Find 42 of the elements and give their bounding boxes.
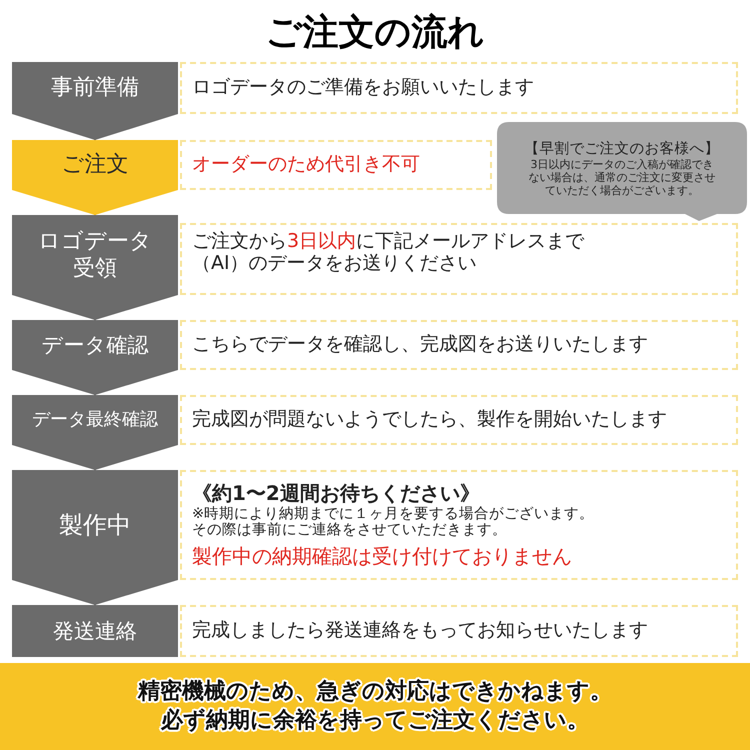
flow-arrow xyxy=(12,295,178,320)
description-text: 完成しましたら発送連絡をもってお知らせいたします xyxy=(192,620,649,642)
flow-arrow xyxy=(12,445,178,470)
step-label: 発送連絡 xyxy=(53,618,137,644)
note-text: ※時期により納期までに１ヶ月を要する場合がございます。その際は事前にご連絡をさせていただきます。 xyxy=(192,507,596,539)
description-text: 《約1〜2週間お待ちください》 xyxy=(192,482,481,506)
step-label: ご注文 xyxy=(62,151,128,179)
description-box xyxy=(180,470,738,580)
step-label: 製作中 xyxy=(59,510,131,540)
speech-bubble xyxy=(497,122,747,221)
bubble-text: 3日以内にデータのご入稿が確認できない場合は、通常のご注文に変更させていただく場合がございます。 xyxy=(528,158,716,198)
description-text: ご注文から3日以内に下記メールアドレスまで（AI）のデータをお送りください xyxy=(192,231,586,275)
description-box xyxy=(180,395,738,445)
step-label: データ最終確認 xyxy=(32,408,158,432)
step-box xyxy=(12,470,178,580)
step-label: データ確認 xyxy=(42,332,148,358)
step-box xyxy=(12,62,178,114)
description-text: 製作中の納期確認は受け付けておりません xyxy=(192,544,573,568)
description-box xyxy=(180,605,738,657)
description-box xyxy=(180,320,738,370)
flow-arrow xyxy=(12,370,178,395)
flow-arrow xyxy=(12,580,178,605)
bubble-heading: 【早割でご注文のお客様へ】 xyxy=(524,140,720,158)
title: ご注文の流れ xyxy=(266,11,484,55)
step-box xyxy=(12,605,178,657)
notice-banner xyxy=(0,663,750,750)
step-box xyxy=(12,395,178,445)
step-box xyxy=(12,320,178,370)
description-text: 完成図が問題ないようでしたら、製作を開始いたします xyxy=(192,409,668,431)
step-box xyxy=(12,215,178,295)
description-box xyxy=(180,140,492,190)
step-label: 事前準備 xyxy=(51,74,139,102)
description-box xyxy=(180,62,738,114)
description-text: オーダーのため代引き不可 xyxy=(192,154,421,176)
step-box xyxy=(12,140,178,190)
flow-arrow xyxy=(12,114,178,140)
flow-arrow xyxy=(12,190,178,215)
description-text: ロゴデータのご準備をお願いいたします xyxy=(192,77,535,99)
description-box xyxy=(180,223,738,295)
notice-text: 精密機械のため、急ぎの対応はできかねます。必ず納期に余裕を持ってご注文ください。 xyxy=(136,678,613,734)
description-text: こちらでデータを確認し、完成図をお送りいたします xyxy=(192,334,649,356)
step-label: ロゴデータ受領 xyxy=(37,228,153,282)
